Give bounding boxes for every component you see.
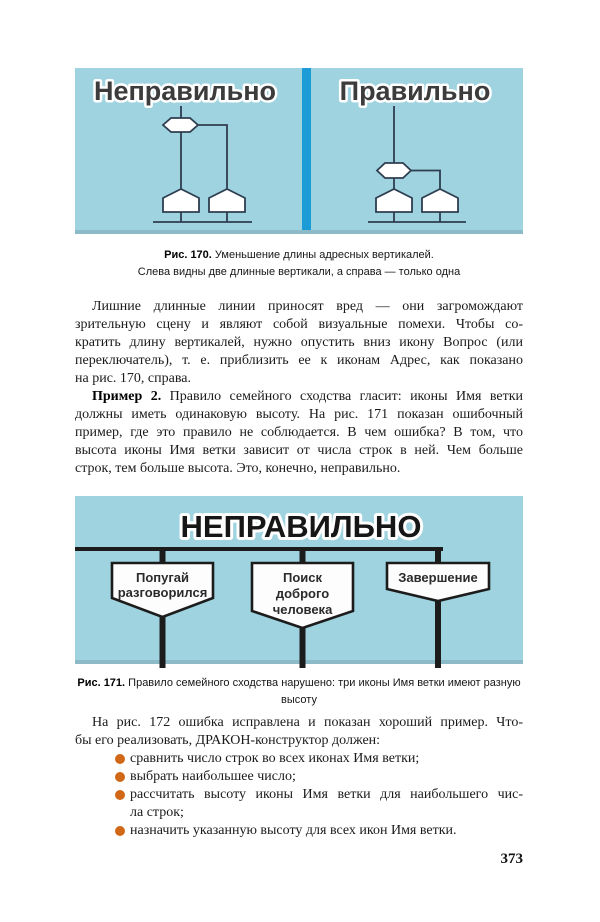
bullet-text: рассчитать высоту иконы Имя ветки для на… xyxy=(130,787,523,802)
panel-divider xyxy=(302,68,311,230)
branch-label: человека xyxy=(273,602,333,617)
bullet-text: сравнить число строк во всех иконах Имя … xyxy=(130,751,420,766)
figure-171-caption: Рис. 171. Правило семейного сходства нар… xyxy=(75,675,523,709)
caption-line: Рис. 171. Правило семейного сходства нар… xyxy=(77,677,521,706)
bullet-dot-icon xyxy=(115,754,125,764)
text-line: зрительную сцену и являют собой визуальн… xyxy=(75,317,523,332)
figure-number: Рис. 170. xyxy=(164,249,212,261)
branch-name-icon-2 xyxy=(250,561,355,630)
figure-170-caption: Рис. 170. Уменьшение длины адресных верт… xyxy=(75,247,523,281)
text-line: Лишние длинные линии приносят вред — они… xyxy=(92,299,523,314)
connector-line xyxy=(198,124,228,190)
branch-label: разговорился xyxy=(118,585,208,600)
page-number: 373 xyxy=(500,851,524,867)
panel-bottom-edge xyxy=(75,230,523,234)
text-line: На рис. 172 ошибка исправлена и показан … xyxy=(92,715,523,730)
figure-171: НЕПРАВИЛЬНО Попугай разговорился Поиск д… xyxy=(75,496,523,670)
panel-bottom-edge xyxy=(75,660,523,664)
wrong-panel-label: Неправильно xyxy=(94,76,276,106)
right-panel-label: Правильно xyxy=(340,76,491,106)
example-label: Пример 2. xyxy=(92,389,162,404)
address-icon xyxy=(421,187,459,213)
connector-line xyxy=(411,169,441,190)
branch-label: Попугай xyxy=(136,570,189,585)
text-line: кратить длину вертикалей, нужно опустить… xyxy=(75,335,523,350)
bullet-item: выбрать наибольшее число; xyxy=(75,768,523,786)
address-icon xyxy=(375,187,413,213)
branch-header-line xyxy=(75,547,443,551)
question-icon xyxy=(161,117,200,133)
bullet-item: сравнить число строк во всех иконах Имя … xyxy=(75,750,523,768)
address-icon xyxy=(208,187,246,213)
bullet-text: выбрать наибольшее число; xyxy=(130,769,296,784)
text-line: бы его реализовать, ДРАКОН-конструктор д… xyxy=(75,733,381,748)
caption-line: Слева видны две длинные вертикали, а спр… xyxy=(137,266,461,278)
text-line: переключатель), т. е. приблизить ее к ик… xyxy=(75,353,523,368)
right-panel xyxy=(311,68,523,230)
figure-170: Неправильно Правильно xyxy=(75,68,523,236)
text-line: строк, тем больше высота. Это, конечно, … xyxy=(75,461,401,476)
figure-number: Рис. 171. xyxy=(77,677,126,689)
text-line: высота иконы Имя ветки зависит от числа … xyxy=(75,443,523,458)
bullet-item: назначить указанную высоту для всех икон… xyxy=(75,822,523,840)
branch-name-icon-3 xyxy=(385,561,491,603)
caption-line: Рис. 170. Уменьшение длины адресных верт… xyxy=(164,249,434,261)
branch-name-icon-1 xyxy=(110,561,215,619)
bullet-dot-icon xyxy=(115,772,125,782)
bullet-dot-icon xyxy=(115,826,125,836)
text-line: Пример 2. Правило семейного сходства гла… xyxy=(92,389,524,404)
text-line: на рис. 170, справа. xyxy=(75,371,191,386)
body-text-block-2: На рис. 172 ошибка исправлена и показан … xyxy=(75,714,523,840)
text-line: должны иметь одинаковую высоту. На рис. … xyxy=(75,407,523,422)
bullet-dot-icon xyxy=(115,790,125,800)
body-text-block-1: Лишние длинные линии приносят вред — они… xyxy=(75,298,523,478)
figure-171-title: НЕПРАВИЛЬНО xyxy=(181,509,422,544)
bullet-text: ла строк; xyxy=(130,805,184,820)
question-icon xyxy=(375,162,413,179)
bullet-item: рассчитать высоту иконы Имя ветки для на… xyxy=(75,786,523,822)
address-icon xyxy=(162,187,200,213)
text-line: пример, где это правило не соблюдается. … xyxy=(75,425,523,440)
bullet-text: назначить указанную высоту для всех икон… xyxy=(130,823,457,838)
branch-label: Завершение xyxy=(398,570,478,585)
figure-171-canvas: НЕПРАВИЛЬНО Попугай разговорился Поиск д… xyxy=(75,496,523,668)
branch-label: Поиск xyxy=(283,570,323,585)
branch-label: доброго xyxy=(276,586,329,601)
figure-170-canvas: Неправильно Правильно xyxy=(75,68,523,234)
